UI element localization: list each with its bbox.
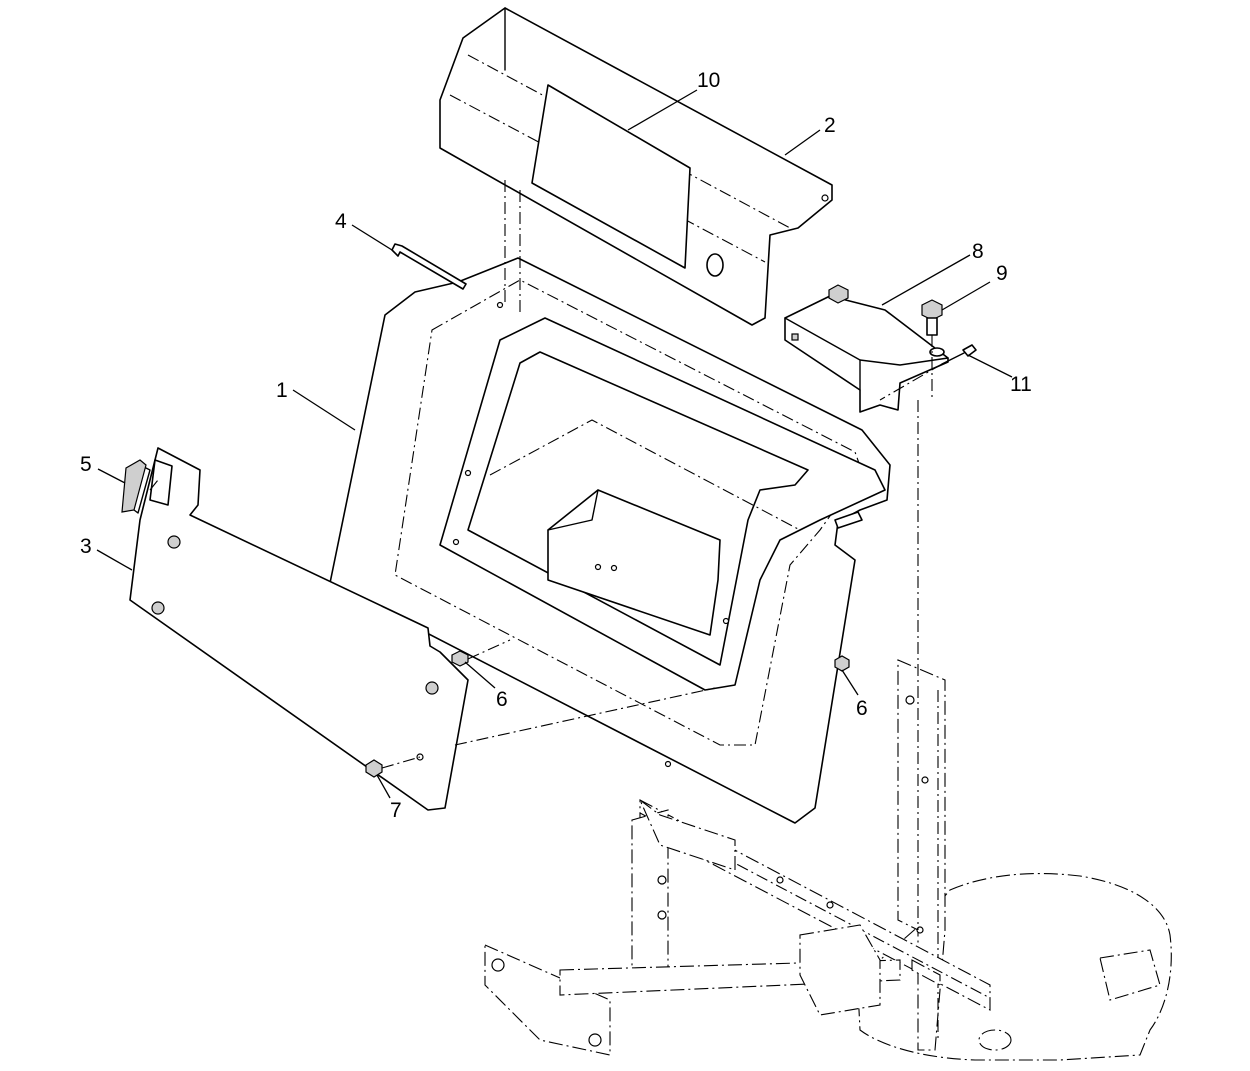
clip-body bbox=[121, 459, 147, 513]
alignment-lines bbox=[149, 180, 943, 930]
part-1-panel bbox=[329, 257, 891, 824]
bracket-body bbox=[784, 295, 949, 413]
part-2-cover bbox=[439, 7, 833, 326]
plate-body bbox=[129, 447, 469, 811]
leader-lines bbox=[96, 89, 1013, 799]
callout-11: 11 bbox=[1010, 373, 1032, 396]
callout-6-left: 6 bbox=[496, 688, 508, 711]
part-8-bracket bbox=[784, 284, 949, 413]
callout-3: 3 bbox=[80, 535, 92, 558]
part-11-screw bbox=[941, 344, 977, 365]
lower-arm bbox=[484, 944, 611, 1056]
left-bracket bbox=[638, 798, 736, 871]
callout-8: 8 bbox=[972, 240, 984, 263]
part-7-screw bbox=[365, 759, 383, 778]
panel-slot bbox=[834, 511, 863, 529]
part-9-bolt bbox=[921, 299, 943, 336]
cover-decal-recess bbox=[531, 84, 691, 269]
screw-body bbox=[962, 344, 977, 357]
rod-body bbox=[391, 243, 467, 290]
callout-1: 1 bbox=[276, 379, 288, 402]
part-6-nut-left bbox=[451, 650, 469, 667]
pivot-pin bbox=[911, 959, 941, 986]
right-block bbox=[799, 924, 881, 1016]
callout-10: 10 bbox=[697, 69, 720, 92]
part-3-plate bbox=[129, 447, 469, 811]
callout-2: 2 bbox=[824, 114, 836, 137]
callout-5: 5 bbox=[80, 453, 92, 476]
callout-9: 9 bbox=[996, 262, 1008, 285]
callout-labels: 10 2 4 8 9 11 1 5 3 6 6 7 bbox=[80, 69, 1032, 822]
bracket-nut bbox=[828, 284, 849, 304]
bolt-head bbox=[921, 299, 943, 321]
part-4-rod bbox=[391, 243, 467, 290]
part-6-nut-right bbox=[834, 655, 850, 672]
callout-6-right: 6 bbox=[856, 697, 868, 720]
callout-4: 4 bbox=[335, 210, 347, 233]
deck-hole bbox=[978, 1029, 1012, 1051]
bracket-hole bbox=[929, 347, 945, 357]
cover-hole bbox=[706, 253, 724, 277]
upright-post bbox=[897, 659, 946, 1051]
chassis-frame bbox=[484, 659, 1172, 1061]
plate-slot bbox=[149, 459, 173, 506]
callout-7: 7 bbox=[390, 799, 402, 822]
deck-pocket bbox=[1099, 949, 1161, 1001]
part-5-clip bbox=[121, 459, 151, 514]
